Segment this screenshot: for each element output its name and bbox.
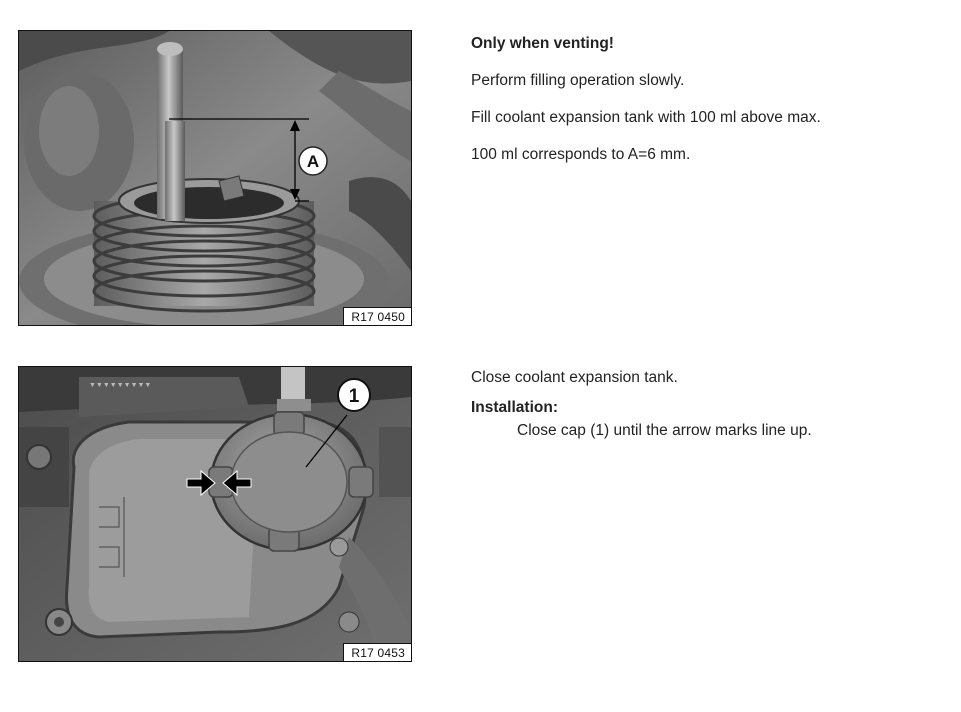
callout-number-1: 1 bbox=[349, 386, 360, 407]
arrow-mark-right-icon bbox=[186, 469, 216, 497]
instruction-line: Close coolant expansion tank. bbox=[471, 369, 678, 386]
filler-neck-photo: A bbox=[19, 31, 411, 325]
expansion-tank-photo: ▼▼▼▼▼▼▼▼▼ bbox=[19, 367, 411, 661]
instruction-block-close-tank: Close coolant expansion tank. Installati… bbox=[471, 369, 941, 440]
instruction-block-venting: Only when venting! Perform filling opera… bbox=[471, 35, 941, 164]
instruction-line: Fill coolant expansion tank with 100 ml … bbox=[471, 109, 821, 126]
venting-heading: Only when venting! bbox=[471, 35, 614, 52]
instruction-line: Perform filling operation slowly. bbox=[471, 72, 685, 89]
figure-filler-neck-dipstick: A R17 0450 bbox=[18, 30, 412, 326]
engraved-marking: ▼▼▼▼▼▼▼▼▼ bbox=[89, 382, 151, 389]
figure-label: R17 0450 bbox=[343, 307, 411, 325]
instruction-line: 100 ml corresponds to A=6 mm. bbox=[471, 146, 691, 163]
installation-instruction: Close cap (1) until the arrow marks line… bbox=[517, 422, 812, 439]
figure-label: R17 0453 bbox=[343, 643, 411, 661]
arrow-mark-left-icon bbox=[222, 469, 252, 497]
figure-expansion-tank-cap: ▼▼▼▼▼▼▼▼▼ bbox=[18, 366, 412, 662]
callout-letter-a: A bbox=[307, 152, 319, 171]
installation-heading: Installation: bbox=[471, 399, 558, 416]
